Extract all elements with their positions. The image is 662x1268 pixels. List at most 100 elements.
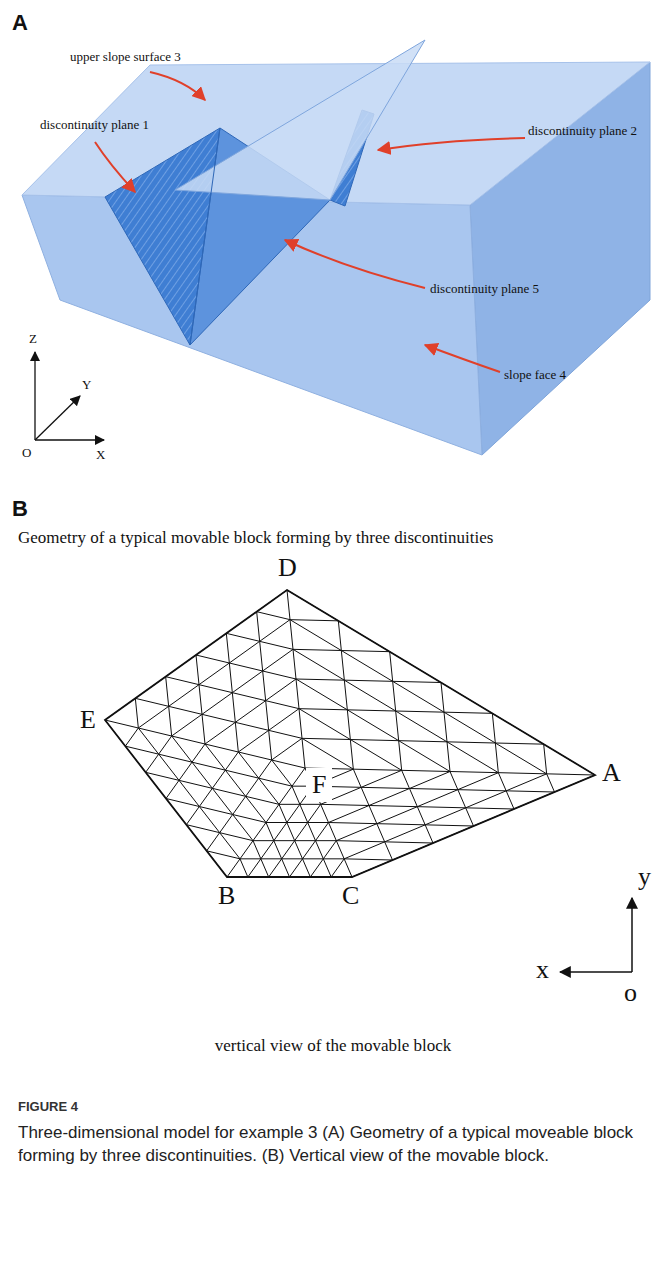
panel-heading: Geometry of a typical movable block form… (18, 528, 493, 548)
mesh-edge (495, 743, 498, 773)
mesh-edge (261, 859, 269, 877)
mesh-edge (344, 859, 392, 860)
mesh-edge (341, 651, 344, 681)
mesh-edge (225, 752, 238, 770)
mesh-edge (399, 741, 402, 771)
mesh-edge (125, 728, 138, 746)
mesh-edge (444, 712, 447, 742)
mesh-edge (272, 760, 305, 768)
mesh-edge (238, 752, 271, 760)
axis-label: Z (29, 332, 37, 347)
mesh-edge (266, 679, 296, 701)
vertex-label: C (342, 881, 359, 911)
mesh-edge (402, 770, 410, 788)
mesh-edge (377, 824, 425, 825)
mesh-edge (169, 706, 172, 736)
mesh-edge (266, 701, 269, 731)
mesh-edge (444, 712, 495, 743)
mesh-edge (299, 709, 302, 739)
mesh-edge (361, 787, 369, 805)
mesh-edge (347, 710, 398, 741)
mesh-edge (302, 738, 350, 739)
mesh-edge (207, 833, 220, 851)
panel-letter: A (12, 10, 28, 35)
mesh-edge (240, 858, 261, 859)
mesh-edge (341, 651, 392, 682)
mesh-edge (350, 740, 401, 771)
mesh-edge (344, 680, 347, 710)
mesh-edge (253, 840, 274, 841)
axis-label: Y (82, 378, 91, 393)
mesh-edge (444, 712, 492, 713)
mesh-edge (235, 722, 238, 752)
mesh-edge (235, 722, 268, 730)
mesh-edge (169, 685, 199, 707)
vertex-label: A (602, 758, 621, 788)
mesh-edge (261, 841, 274, 859)
mesh-edge (179, 762, 192, 780)
mesh-edge (253, 841, 261, 859)
mesh-edge (287, 590, 290, 620)
mesh-edge (296, 679, 299, 709)
mesh-edge (261, 858, 282, 859)
mesh-edge (303, 841, 316, 859)
mesh-edge (166, 677, 169, 707)
mesh-edge (272, 738, 302, 760)
mesh-edge (316, 840, 337, 841)
axis-label: y (638, 862, 651, 892)
mesh-edge (425, 808, 466, 825)
mesh-edge (347, 710, 350, 740)
mesh-edge (295, 823, 308, 841)
mesh-edge (498, 773, 506, 791)
mesh-edge (302, 738, 305, 768)
axis-label: x (536, 955, 549, 985)
slope-block (22, 40, 650, 455)
mesh-edge (205, 722, 235, 744)
mesh-edge (321, 804, 329, 822)
mesh-edge (266, 822, 287, 823)
mesh-edge (495, 743, 546, 774)
mesh-edge (361, 787, 409, 788)
axes-2d (560, 898, 632, 972)
mesh-edge (466, 808, 514, 809)
mesh-edge (290, 620, 338, 621)
mesh-edge (458, 790, 466, 808)
mesh-edge (172, 714, 202, 736)
mesh-edge (299, 709, 350, 740)
mesh-edge (269, 730, 272, 760)
mesh-edge (196, 655, 199, 685)
mesh-edge (293, 649, 344, 680)
point-label: F (306, 768, 332, 802)
mesh-edge (186, 807, 199, 825)
mesh-edge (369, 806, 417, 807)
mesh-edge (331, 859, 344, 877)
mesh-edge (302, 738, 353, 769)
panel-letter: B (12, 496, 28, 521)
mesh-edge (199, 807, 232, 815)
mesh-edge (229, 641, 259, 663)
mesh-edge (266, 804, 279, 822)
mesh-edge (227, 859, 240, 877)
mesh-edge (344, 680, 392, 681)
mesh-edge (323, 859, 331, 877)
part-label: discontinuity plane 2 (528, 124, 637, 139)
mesh-edge (202, 714, 235, 722)
mesh-edge (257, 612, 260, 642)
mesh-edge (410, 789, 418, 807)
mesh-edge (323, 841, 336, 859)
mesh-edge (259, 778, 292, 786)
mesh-edge (338, 621, 341, 651)
part-label: discontinuity plane 5 (430, 282, 539, 297)
mesh-edge (547, 774, 555, 792)
mesh-edge (447, 742, 495, 743)
mesh-edge (402, 770, 450, 771)
mesh-edge (274, 841, 282, 859)
mesh-edge (344, 680, 395, 711)
mesh-edge (238, 730, 268, 752)
mesh-edge (260, 641, 293, 649)
vertex-label: E (80, 705, 96, 735)
mesh-edge (417, 790, 458, 807)
mesh-edge (293, 649, 296, 679)
mesh-edge (232, 671, 262, 693)
